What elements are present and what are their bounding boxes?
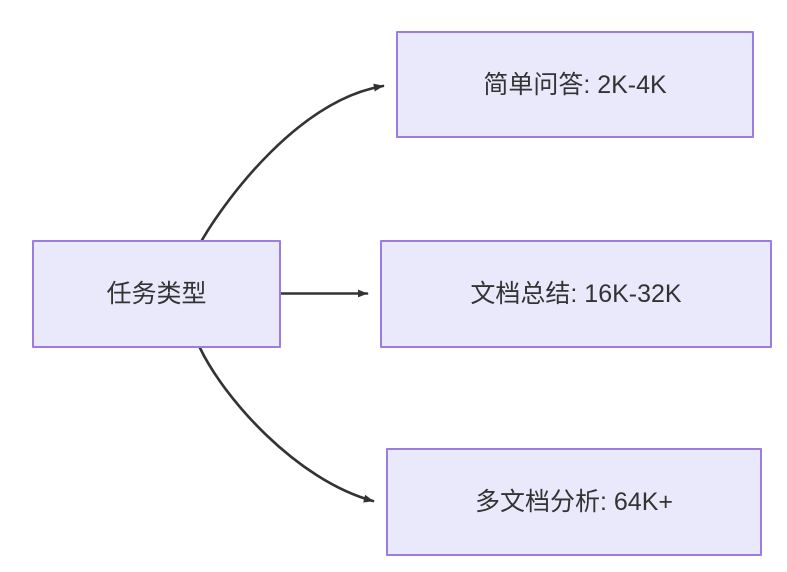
- node-multi-document-analysis-label: 多文档分析: 64K+: [475, 488, 673, 516]
- node-task-type-label: 任务类型: [106, 280, 207, 308]
- edge-root-to-simple-qa: [200, 83, 385, 242]
- edge-root-to-multi-doc: [198, 346, 375, 503]
- node-document-summary-label: 文档总结: 16K-32K: [470, 280, 682, 308]
- node-multi-document-analysis[interactable]: 多文档分析: 64K+: [386, 448, 762, 556]
- node-simple-qa-label: 简单问答: 2K-4K: [483, 70, 667, 99]
- node-simple-qa[interactable]: 简单问答: 2K-4K: [396, 31, 754, 138]
- node-task-type[interactable]: 任务类型: [32, 240, 281, 348]
- node-document-summary[interactable]: 文档总结: 16K-32K: [380, 240, 772, 348]
